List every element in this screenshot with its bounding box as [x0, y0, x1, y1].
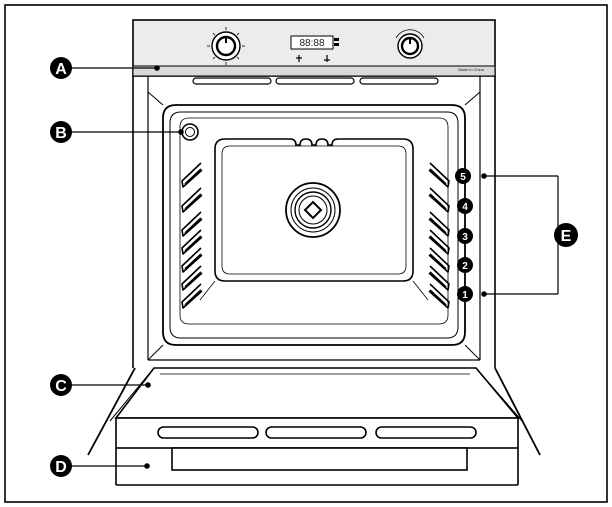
shelf-level-badges: 5 4 3 2 1: [455, 168, 473, 302]
callout-e: E: [554, 223, 578, 247]
callout-b-label: B: [55, 125, 67, 142]
oven-door: [87, 359, 541, 486]
temperature-knob-icon: [395, 29, 425, 59]
shelf-runners-right: [428, 162, 450, 309]
shelf-level-label: 1: [462, 290, 468, 301]
fan-icon: [285, 182, 341, 238]
callout-a: A: [50, 57, 72, 79]
callout-e-label: E: [561, 228, 572, 245]
callout-d-label: D: [55, 459, 67, 476]
shelf-level-label: 2: [462, 261, 468, 272]
display-window: [290, 35, 334, 50]
callout-a-label: A: [55, 61, 67, 78]
display-readout: 88:88: [299, 38, 324, 49]
control-panel: 88:88 Made in China: [132, 19, 496, 85]
oven-cavity: [147, 91, 481, 361]
storage-drawer: [171, 447, 468, 471]
leader-lines: [67, 65, 566, 469]
function-knob-icon: [207, 27, 245, 65]
shelf-level-label: 5: [460, 172, 466, 183]
oven-lamp-icon: [181, 123, 199, 141]
timer-buttons: [296, 55, 330, 62]
callout-c: C: [50, 374, 72, 396]
outer-frame: [4, 4, 608, 503]
shelf-level-label: 3: [462, 232, 468, 243]
callout-b: B: [50, 121, 72, 143]
shelf-runners-left: [181, 162, 203, 309]
oven-body: [132, 76, 496, 368]
callout-d: D: [50, 455, 72, 477]
callout-c-label: C: [55, 378, 67, 395]
brand-text: Made in China: [458, 67, 485, 72]
shelf-level-label: 4: [462, 202, 468, 213]
